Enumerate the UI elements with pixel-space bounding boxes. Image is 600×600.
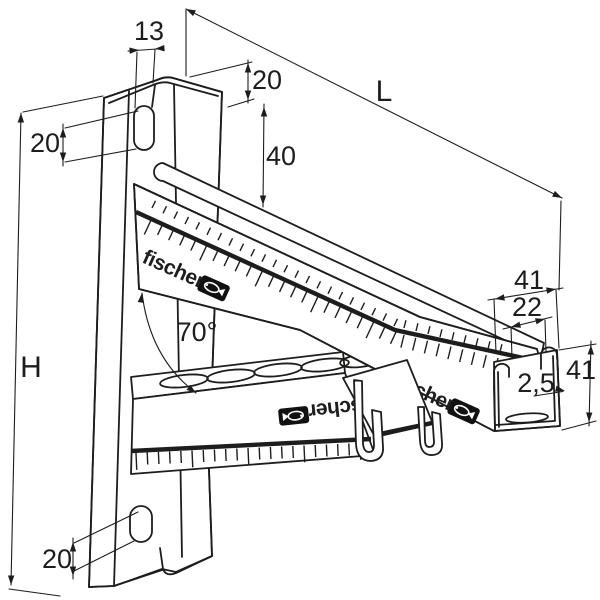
dim-label-13: 13 [134,16,164,46]
arm-end-profile [493,346,561,432]
end-profile-bottom-slot [505,412,549,424]
channel-web-fold-line [173,84,183,558]
arm-left-edge [133,183,140,290]
dim-label-20-top: 20 [252,65,282,95]
channel-top-rim [103,76,223,99]
dim-label-H: H [20,351,42,384]
angle-arc-70 [141,292,197,394]
dim-line-40 [262,103,265,208]
channel-left-edge [88,97,105,588]
dim-line-41-height [588,340,592,427]
dim-label-22: 22 [512,292,542,322]
dim-label-L: L [376,75,393,108]
brace-slot-stripe [130,436,372,454]
dimension-annotations: 13 20 20 40 L H 41 22 41 2,5 70° 20 [7,8,597,597]
arm-scale-ticks-short [151,200,503,353]
brace-clamp-hooks [342,359,443,462]
channel-top-inner-edge [108,81,219,108]
dim-label-41-height: 41 [566,355,596,385]
dim-label-20-bottom: 20 [42,544,72,574]
end-profile-front-lip-curl [493,362,510,389]
dim-line-H [10,112,22,586]
channel-bottom-fold [159,547,213,576]
dim-label-70deg: 70° [177,317,218,347]
cantilever-arm: fischer fischer [133,162,545,432]
channel-flange-divider [113,90,130,587]
channel-slot-bottom [129,505,153,543]
dim-line-L [185,8,563,199]
arm-scale-ticks-long [143,217,499,371]
leader-line-2-5 [533,390,564,397]
arm-slot-stripe [135,209,538,364]
arm-back-lip-rod [153,162,545,358]
channel-bottom-edge [88,569,163,588]
fischer-fish-logo-badge [447,398,480,425]
channel-right-edge [208,91,223,557]
clamp-hook-back [417,406,443,456]
arm-top-band-edge [133,183,538,350]
dim-label-40: 40 [266,141,296,171]
dimension-arrowheads [7,9,594,585]
channel-slot-top [133,105,155,151]
fischer-fish-logo-badge [197,275,230,302]
dim-label-41-width: 41 [514,265,544,295]
dim-label-2-5: 2,5 [517,368,555,398]
dim-label-20-upper: 20 [30,128,60,158]
clamp-hook-front [353,379,384,462]
arm-bottom-edge [138,288,495,432]
fischer-fish-logo-badge [278,406,310,426]
ext-lines [8,9,597,597]
